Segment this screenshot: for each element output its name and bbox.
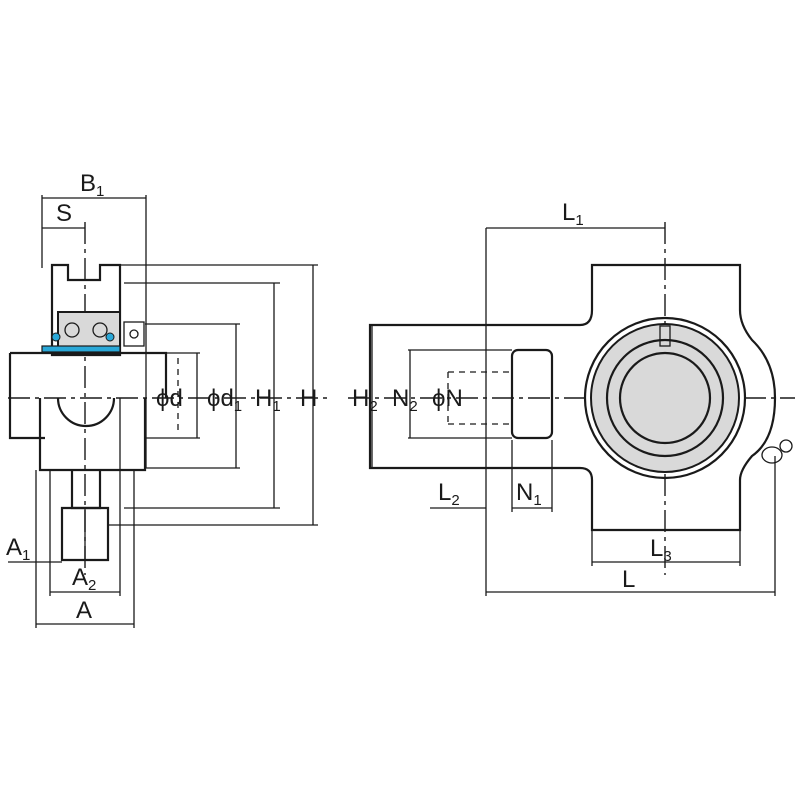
shaft-bore [618, 351, 712, 445]
seal-dot-right [105, 332, 115, 342]
ball-2 [92, 322, 108, 338]
set-collar [123, 321, 145, 347]
label-A1: A1 [6, 534, 30, 564]
housing-bore [583, 316, 747, 480]
label-N1: N1 [516, 479, 542, 509]
label-B1: B1 [80, 170, 104, 200]
front-view: L1 H2 N2 ϕN L2 N1 L3 L [348, 199, 795, 596]
label-S: S [56, 200, 72, 227]
body-left-edge [8, 353, 45, 440]
slide-rail-upper [70, 470, 102, 510]
slot-window [510, 348, 554, 440]
label-H: H [300, 385, 317, 412]
label-L2: L2 [438, 479, 460, 509]
grease-nipple [761, 446, 783, 464]
label-phid1: ϕd1 [207, 385, 242, 415]
label-L1: L1 [562, 199, 584, 229]
bearing-inner-ring [605, 338, 725, 458]
label-H2: H2 [352, 385, 378, 415]
housing-outline [368, 263, 777, 532]
housing-top-boss [50, 263, 122, 357]
label-L: L [622, 566, 635, 593]
grease-nipple-head [779, 439, 793, 453]
slide-foot [60, 506, 110, 562]
label-N2: N2 [392, 385, 418, 415]
body-top-edge [10, 351, 168, 398]
housing-lower-body [38, 398, 147, 472]
bearing-outer-ring [590, 323, 740, 473]
bore-arc [56, 397, 116, 428]
label-phid: ϕd [156, 385, 183, 412]
label-L3: L3 [650, 535, 672, 565]
ball-1 [64, 322, 80, 338]
seal-ring [41, 345, 121, 353]
label-A2: A2 [72, 564, 96, 594]
label-A: A [76, 597, 92, 624]
collar-hole [129, 329, 139, 339]
seal-dot-left [51, 332, 61, 342]
side-view: B1 S ϕd ϕd1 H1 H A1 A2 A [6, 170, 330, 628]
bearing-race [57, 311, 121, 353]
set-screw [659, 325, 671, 347]
label-H1: H1 [255, 385, 281, 415]
label-phiN: ϕN [432, 385, 463, 412]
